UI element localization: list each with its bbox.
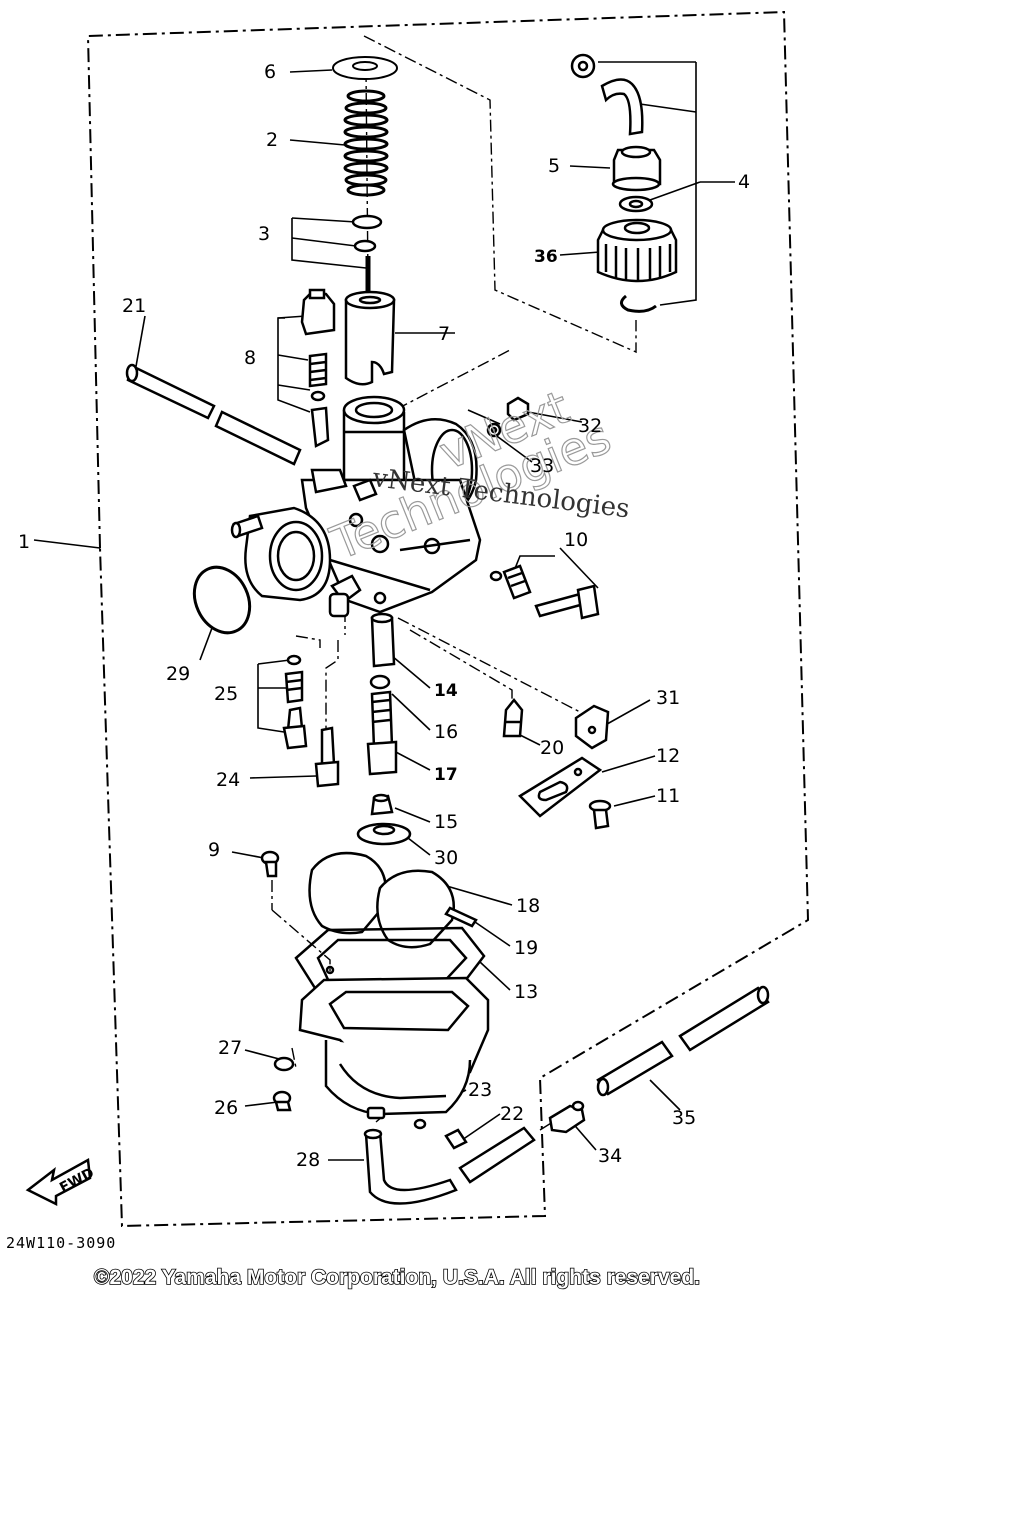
label-8: 8: [244, 347, 256, 369]
part-oring-29: [192, 565, 252, 635]
diagram-code: 24W110-3090: [6, 1234, 117, 1252]
label-17: 17: [434, 765, 458, 785]
assembly-boundary: [86, 10, 810, 1228]
label-30: 30: [434, 847, 458, 869]
part-labels: 1 2 3 4 5 6 7 8 9 10 11 12 13 14 15 16 1…: [18, 61, 750, 1171]
copyright-notice: ©2022 Yamaha Motor Corporation, U.S.A. A…: [93, 1265, 701, 1290]
label-23: 23: [468, 1079, 492, 1101]
part-hose-21: [125, 363, 302, 466]
label-11: 11: [656, 785, 680, 807]
label-28: 28: [296, 1149, 320, 1171]
part-screw-11: [588, 799, 612, 830]
label-6: 6: [264, 61, 276, 83]
part-screw-9: [260, 850, 280, 878]
label-13: 13: [514, 981, 538, 1003]
part-pilot-jet-25: [282, 654, 308, 750]
part-cap-4: [570, 53, 644, 136]
label-5: 5: [548, 155, 560, 177]
part-needle-clip-3: [351, 214, 383, 292]
part-hose-35: [596, 985, 770, 1097]
label-20: 20: [540, 737, 564, 759]
label-29: 29: [166, 663, 190, 685]
label-34: 34: [598, 1145, 622, 1167]
label-35: 35: [672, 1107, 696, 1129]
part-float-18: [308, 851, 455, 949]
part-drain-hose-28: [363, 1128, 458, 1205]
label-14: 14: [434, 681, 458, 701]
part-main-jet-15: [370, 793, 394, 816]
label-16: 16: [434, 721, 458, 743]
label-21: 21: [122, 295, 146, 317]
part-carburetor-body: [230, 395, 482, 618]
part-plate-12: [517, 756, 603, 818]
part-plunger-cap-5: [611, 145, 662, 192]
label-2: 2: [266, 129, 278, 151]
label-22: 22: [500, 1103, 524, 1125]
label-19: 19: [514, 937, 538, 959]
label-15: 15: [434, 811, 458, 833]
label-24: 24: [216, 769, 240, 791]
part-pilot-screw-set-8: [300, 288, 336, 448]
label-1: 1: [18, 531, 30, 553]
part-spring-2: [343, 89, 389, 197]
part-bracket-31: [574, 704, 610, 750]
label-31: 31: [656, 687, 680, 709]
part-starter-jet-24: [314, 726, 340, 788]
part-float-bowl: [298, 976, 490, 1120]
label-9: 9: [208, 839, 220, 861]
part-drain-screw-22-23: [413, 1118, 468, 1150]
label-32: 32: [578, 415, 602, 437]
part-cap-nut-36: [596, 218, 678, 283]
label-12: 12: [656, 745, 680, 767]
fwd-arrow-icon: FWD: [25, 1157, 97, 1207]
part-washer-4b: [618, 195, 654, 213]
label-27: 27: [218, 1037, 242, 1059]
label-36: 36: [534, 247, 558, 267]
label-25: 25: [214, 683, 238, 705]
part-circlip-4c: [620, 294, 657, 313]
label-3: 3: [258, 223, 270, 245]
label-18: 18: [516, 895, 540, 917]
label-33: 33: [530, 455, 554, 477]
part-throttle-stop-screw-10: [489, 564, 600, 620]
part-air-screw-32-33: [486, 396, 530, 438]
part-screws-26-27: [272, 1056, 295, 1112]
part-hose-22b: [458, 1126, 536, 1184]
part-washer-30: [356, 822, 412, 846]
label-26: 26: [214, 1097, 238, 1119]
part-fitting-34: [548, 1100, 586, 1134]
part-float-pin-19: [444, 906, 478, 928]
part-oring-16: [369, 674, 391, 690]
label-10: 10: [564, 529, 588, 551]
part-needle-jet-14: [370, 612, 396, 668]
part-main-jet-holder-17: [366, 690, 398, 776]
label-7: 7: [438, 323, 450, 345]
part-valve-seat-20: [502, 697, 524, 738]
label-4: 4: [738, 171, 750, 193]
part-throttle-valve-7: [344, 290, 396, 386]
part-washer-6: [332, 56, 398, 80]
